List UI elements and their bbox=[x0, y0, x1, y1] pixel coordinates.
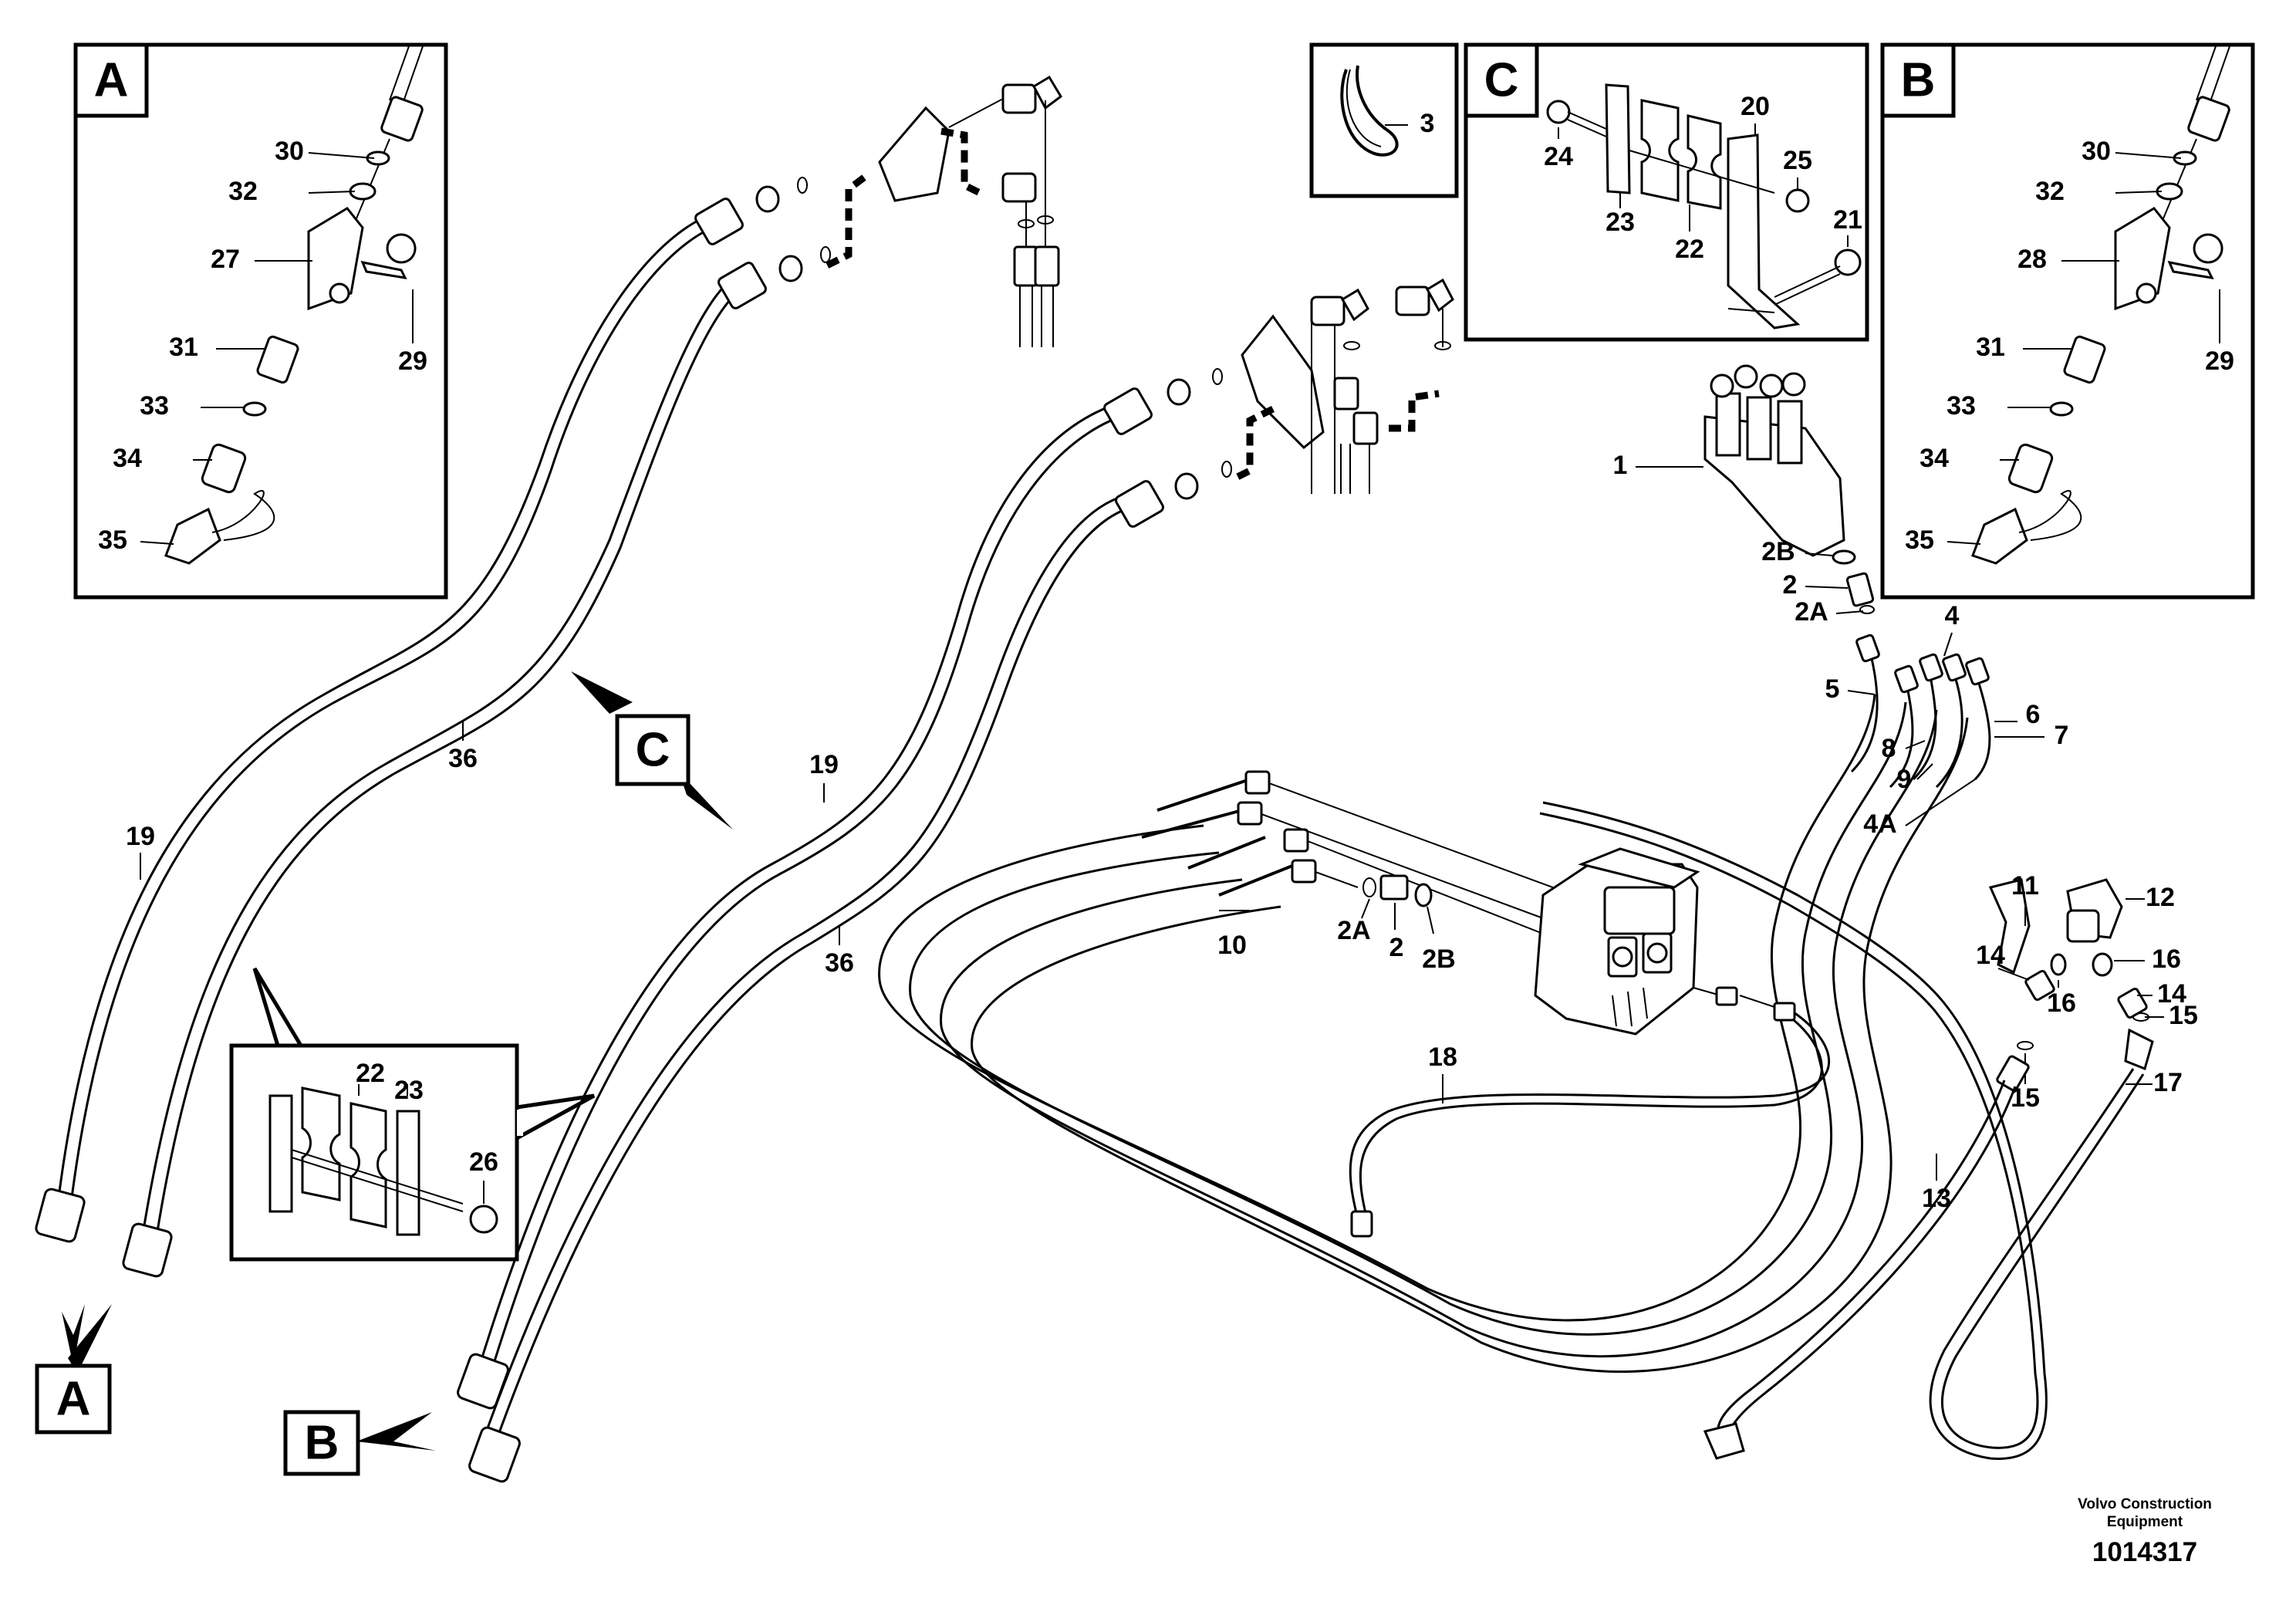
view-marker-c-letter: C bbox=[636, 724, 670, 777]
callout-b28: 28 bbox=[2017, 245, 2047, 274]
callout-b33: 33 bbox=[1947, 391, 1976, 421]
callout-a29: 29 bbox=[398, 346, 427, 376]
callout-a35: 35 bbox=[98, 525, 127, 555]
callout-p5: 5 bbox=[1825, 674, 1840, 704]
view-marker-c: C bbox=[571, 671, 733, 830]
drawing-number: 1014317 bbox=[2092, 1537, 2198, 1567]
hose-pair-right: 19 36 bbox=[457, 278, 1454, 1483]
callout-a33: 33 bbox=[140, 391, 169, 421]
callout-p10: 10 bbox=[1217, 931, 1247, 960]
detail-box-b-letter: B bbox=[1901, 54, 1936, 107]
callout-p2A-mid: 2A bbox=[1337, 916, 1370, 945]
view-marker-b-letter: B bbox=[305, 1417, 339, 1470]
callout-p2B-mid: 2B bbox=[1422, 944, 1455, 974]
pressure-switch-group: 11 12 14 16 16 14 15 15 13 17 bbox=[1539, 801, 2198, 1460]
callout-c21: 21 bbox=[1833, 205, 1862, 235]
hose-18: 18 bbox=[1349, 986, 1831, 1238]
callout-b31: 31 bbox=[1976, 333, 2005, 362]
callout-b32: 32 bbox=[2035, 177, 2065, 206]
detail-box-c-letter: C bbox=[1484, 54, 1519, 107]
detail-box-clamp: 22 23 26 bbox=[229, 967, 596, 1262]
callout-c23: 23 bbox=[1606, 208, 1635, 237]
pilot-hose-bundle: 5 4 6 7 8 9 4A 10 bbox=[878, 601, 2069, 1373]
callout-p16a: 16 bbox=[2047, 988, 2076, 1018]
callout-h36b: 36 bbox=[825, 948, 854, 978]
callout-p1: 1 bbox=[1613, 451, 1628, 480]
callout-d23: 23 bbox=[394, 1076, 424, 1105]
view-marker-b: B bbox=[283, 1410, 436, 1476]
detail-box-clip: 3 bbox=[1309, 42, 1459, 198]
callout-p13: 13 bbox=[1922, 1184, 1951, 1213]
view-marker-a-letter: A bbox=[56, 1373, 91, 1426]
callout-a31: 31 bbox=[169, 333, 198, 362]
callout-p7: 7 bbox=[2055, 721, 2069, 750]
callout-p8: 8 bbox=[1882, 734, 1896, 763]
callout-h19a: 19 bbox=[126, 822, 155, 851]
hose-pair-left: 19 36 bbox=[35, 75, 1062, 1278]
callout-p15a: 15 bbox=[2169, 1001, 2198, 1030]
callout-b34: 34 bbox=[1920, 444, 1949, 473]
callout-p2B-top: 2B bbox=[1761, 537, 1795, 566]
callout-h19b: 19 bbox=[809, 750, 839, 779]
callout-p17: 17 bbox=[2153, 1068, 2183, 1097]
callout-h36a: 36 bbox=[448, 744, 478, 773]
callout-p12: 12 bbox=[2146, 883, 2175, 912]
detail-box-a-letter: A bbox=[94, 54, 129, 107]
callout-a32: 32 bbox=[228, 177, 258, 206]
callout-p14b: 14 bbox=[2157, 979, 2186, 1009]
callout-a34: 34 bbox=[113, 444, 142, 473]
callout-p9: 9 bbox=[1897, 765, 1912, 794]
callout-p16b: 16 bbox=[2152, 944, 2181, 974]
callout-b29: 29 bbox=[2205, 346, 2234, 376]
callout-b35: 35 bbox=[1905, 525, 1934, 555]
callout-c25: 25 bbox=[1783, 146, 1812, 175]
callout-c22: 22 bbox=[1675, 235, 1704, 264]
callout-p11: 11 bbox=[2011, 871, 2039, 901]
detail-box-b: B 30 32 28 29 31 33 34 35 bbox=[1880, 42, 2255, 600]
callout-p14a: 14 bbox=[1976, 941, 2005, 970]
callout-p2-mid: 2 bbox=[1389, 933, 1404, 962]
pilot-valve-block: 1 2B 2 2A bbox=[1613, 364, 1875, 627]
manufacturer-label: Volvo Construction Equipment bbox=[2078, 1496, 2212, 1530]
detail-box-c: C 24 23 22 20 25 21 bbox=[1464, 42, 1869, 342]
solenoid-valve-block: 2A 2 2B bbox=[1337, 847, 1700, 1036]
callout-b30: 30 bbox=[2082, 137, 2111, 166]
callout-p4A: 4A bbox=[1863, 809, 1896, 839]
callout-d26: 26 bbox=[469, 1147, 498, 1177]
callout-c20: 20 bbox=[1741, 92, 1770, 121]
callout-p2-top: 2 bbox=[1783, 570, 1798, 600]
callout-c24: 24 bbox=[1544, 142, 1573, 171]
callout-a27: 27 bbox=[211, 245, 240, 274]
callout-p6: 6 bbox=[2026, 700, 2041, 729]
callout-a30: 30 bbox=[275, 137, 304, 166]
callout-p18: 18 bbox=[1428, 1042, 1457, 1072]
callout-clip3: 3 bbox=[1420, 109, 1435, 138]
callout-p2A-top: 2A bbox=[1795, 597, 1828, 627]
callout-p4: 4 bbox=[1945, 601, 1960, 630]
callout-d22: 22 bbox=[356, 1059, 385, 1088]
view-marker-a: A bbox=[35, 1304, 112, 1434]
detail-box-a: A 30 32 27 29 31 33 34 35 bbox=[73, 42, 448, 600]
